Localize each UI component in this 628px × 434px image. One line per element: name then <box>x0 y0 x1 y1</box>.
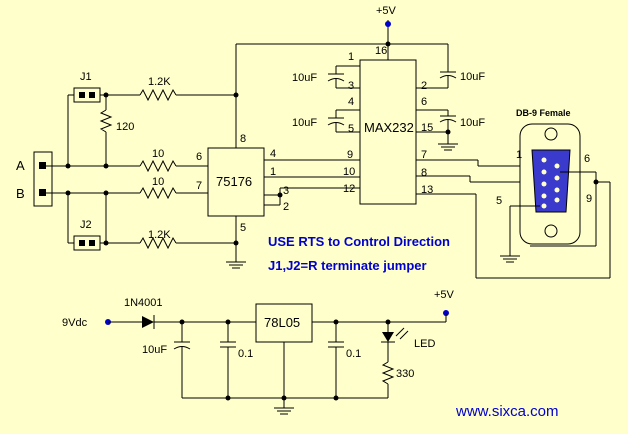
max232-pin12: 12 <box>343 183 355 195</box>
max232-pin7: 7 <box>421 149 427 161</box>
cin-label: 10uF <box>142 344 167 356</box>
max232-pin9: 9 <box>347 149 353 161</box>
cin2-label: 0.1 <box>238 348 253 360</box>
r-a-label: 10 <box>152 148 164 160</box>
cap4-label: 10uF <box>460 117 485 129</box>
db9-title: DB-9 Female <box>516 108 571 118</box>
max232-pin16: 16 <box>375 45 387 57</box>
terminal-b-label: B <box>16 186 25 201</box>
driver-pin4: 4 <box>270 148 276 160</box>
r-term-label: 120 <box>116 121 134 133</box>
cout-label: 0.1 <box>346 348 361 360</box>
max232-left-caps: 10uF 10uF <box>292 65 360 133</box>
max232-pin15: 15 <box>421 122 433 134</box>
website-label: www.sixca.com <box>455 403 559 420</box>
db9-pin9-label: 9 <box>586 193 592 205</box>
max232-pin5: 5 <box>348 123 354 135</box>
max232-pin6: 6 <box>421 96 427 108</box>
r-led-label: 330 <box>396 368 414 380</box>
max232-pin3: 3 <box>348 80 354 92</box>
driver-pin5: 5 <box>240 222 246 234</box>
max232-right-caps: 10uF 10uF <box>416 71 485 151</box>
db9-pin5-label: 5 <box>496 195 502 207</box>
jumpers-and-terminals: J1 J2 A B 120 <box>16 71 140 251</box>
cap3-label: 10uF <box>460 71 485 83</box>
driver-pin1: 1 <box>270 166 276 178</box>
bias-resistors: 1.2K 10 10 1.2K <box>139 76 239 250</box>
db9-connector: DB-9 Female 1 5 6 9 <box>496 108 597 263</box>
diode-label: 1N4001 <box>124 297 163 309</box>
max232-ic: MAX232 1 3 4 5 9 10 12 16 2 6 15 7 8 13 <box>343 45 433 205</box>
driver-pin8: 8 <box>240 133 246 145</box>
max232-pin13: 13 <box>421 184 433 196</box>
max232-pin2: 2 <box>421 80 427 92</box>
driver-pin3: 3 <box>283 185 289 197</box>
max232-name: MAX232 <box>364 120 414 135</box>
cap1-label: 10uF <box>292 72 317 84</box>
driver-pin6: 6 <box>196 151 202 163</box>
terminal-a-label: A <box>16 158 25 173</box>
jumper-note: J1,J2=R terminate jumper <box>268 258 427 273</box>
cap2-label: 10uF <box>292 117 317 129</box>
db9-pin6-label: 6 <box>584 153 590 165</box>
reg-out-5v-label: +5V <box>434 289 455 301</box>
max232-pin10: 10 <box>343 166 355 178</box>
r-b-label: 10 <box>152 176 164 188</box>
regulator-name: 78L05 <box>264 315 300 330</box>
max232-pin1: 1 <box>348 51 354 63</box>
driver-pin7: 7 <box>196 180 202 192</box>
j1-label: J1 <box>80 71 92 83</box>
r-bias-top-label: 1.2K <box>148 76 171 88</box>
max232-pin8: 8 <box>421 167 427 179</box>
r-bias-bottom-label: 1.2K <box>148 229 171 241</box>
input-9v-label: 9Vdc <box>62 317 88 329</box>
driver-75176-ic: 75176 8 6 7 5 4 1 3 2 <box>196 95 360 269</box>
max232-pin4: 4 <box>348 96 354 108</box>
driver-name: 75176 <box>216 174 252 189</box>
serial-wires <box>416 159 611 279</box>
power-supply: 9Vdc 1N4001 10uF 0.1 78L05 +5V 0.1 <box>62 289 455 415</box>
rts-note: USE RTS to Control Direction <box>268 234 450 249</box>
j2-label: J2 <box>80 219 92 231</box>
driver-pin2: 2 <box>283 201 289 213</box>
top-5v-label: +5V <box>376 5 397 17</box>
led-label: LED <box>414 338 435 350</box>
db9-pin1-label: 1 <box>516 149 522 161</box>
